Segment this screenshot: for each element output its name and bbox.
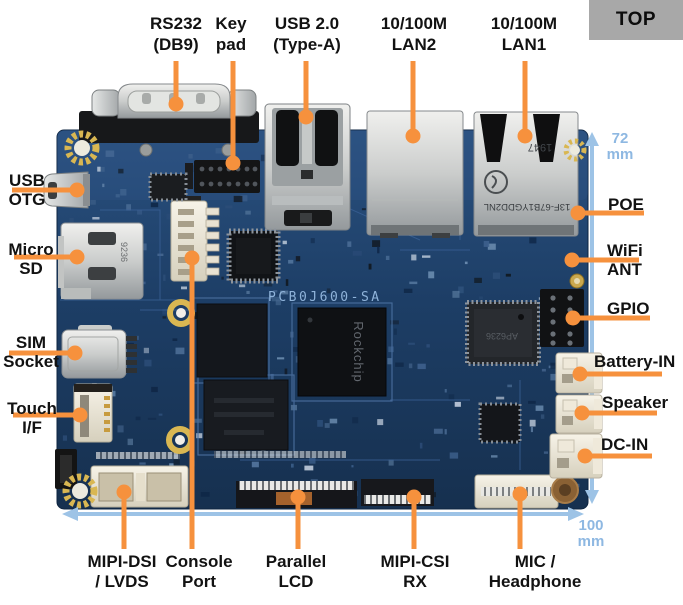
leader-dot bbox=[517, 128, 533, 144]
leader-dot bbox=[225, 155, 241, 171]
label-lan2: 10/100M LAN2 bbox=[380, 14, 448, 54]
audio-codec-chip bbox=[478, 402, 522, 444]
leader-lines bbox=[9, 61, 662, 549]
label-parallel-lcd: Parallel LCD bbox=[265, 552, 327, 591]
lan1-rj45-connector: 1947 13F-67B1YGDD2NL bbox=[473, 111, 579, 237]
sim-socket bbox=[61, 325, 137, 379]
rockchip-soc: Rockchip bbox=[297, 307, 387, 397]
leader-dot bbox=[564, 252, 580, 268]
label-usb-otg: USB OTG bbox=[8, 171, 46, 209]
lan1-marking-date: 1947 bbox=[528, 141, 552, 153]
leader-dot bbox=[574, 405, 590, 421]
pcb-board: PCB0J600-SA bbox=[43, 83, 589, 510]
label-usb-typea: USB 2.0 (Type-A) bbox=[273, 14, 341, 54]
dimension-height-label: 72 mm bbox=[606, 130, 634, 163]
leader-dot bbox=[577, 448, 593, 464]
console-port-connector bbox=[170, 196, 220, 282]
wifi-module-chip: AP6236 bbox=[465, 300, 541, 366]
lan1-marking-part: 13F-67B1YGDD2NL bbox=[484, 201, 571, 212]
leader-dot bbox=[69, 182, 85, 198]
mipi-dsi-connector bbox=[90, 465, 189, 508]
label-rs232-db9: RS232 (DB9) bbox=[150, 14, 202, 54]
leader-dot bbox=[69, 249, 85, 265]
wifi-marking-text: AP6236 bbox=[486, 331, 518, 341]
leader-dot bbox=[116, 484, 132, 500]
label-mic-headphone: MIC / Headphone bbox=[488, 552, 582, 591]
qfp-chip bbox=[226, 228, 281, 284]
label-speaker: Speaker bbox=[602, 393, 669, 412]
leader-dot bbox=[184, 250, 200, 266]
leader-dot bbox=[512, 486, 528, 502]
label-gpio: GPIO bbox=[607, 299, 650, 318]
keypad-header bbox=[185, 160, 260, 193]
mounting-holes bbox=[62, 130, 587, 509]
mipi-csi-ffc bbox=[361, 479, 434, 506]
leader-dot bbox=[290, 489, 306, 505]
lan2-rj45-connector bbox=[366, 110, 464, 238]
leader-dot bbox=[570, 205, 586, 221]
label-sim: SIM Socket bbox=[3, 333, 59, 371]
label-mipi-dsi: MIPI-DSI / LVDS bbox=[87, 552, 157, 591]
leader-dot bbox=[168, 96, 184, 112]
leader-dot bbox=[405, 128, 421, 144]
label-mipi-csi: MIPI-CSI RX bbox=[380, 552, 450, 591]
leader-dots bbox=[67, 96, 593, 505]
leader-dot bbox=[298, 109, 314, 125]
leader-dot bbox=[72, 407, 88, 423]
label-touch-if: Touch I/F bbox=[7, 399, 57, 437]
ram-chip-2 bbox=[203, 379, 289, 451]
ram-chip-1 bbox=[196, 303, 268, 378]
micro-sd-slot: 9236 bbox=[58, 222, 144, 300]
gpio-header bbox=[540, 289, 584, 347]
label-keypad: Key pad bbox=[215, 14, 247, 54]
dimension-width-label: 100 mm bbox=[577, 517, 605, 550]
wifi-antenna-connector bbox=[569, 273, 585, 289]
top-badge: TOP bbox=[589, 0, 683, 40]
label-poe: POE bbox=[608, 195, 644, 214]
label-wifi-ant: WiFi ANT bbox=[607, 241, 643, 279]
leader-dot bbox=[406, 489, 422, 505]
label-battery: Battery-IN bbox=[594, 352, 676, 371]
leader-dot bbox=[67, 345, 83, 361]
label-micro-sd: Micro SD bbox=[8, 240, 54, 278]
soc-marking-text: Rockchip bbox=[351, 321, 366, 382]
leader-dot bbox=[572, 366, 588, 382]
leader-dot bbox=[565, 310, 581, 326]
soic-chip bbox=[148, 172, 188, 202]
sd-card-marking: 9236 bbox=[119, 242, 129, 262]
label-console-port: Console Port bbox=[165, 552, 233, 591]
usb-typea-connector bbox=[264, 103, 351, 231]
label-dc-in: DC-IN bbox=[601, 435, 649, 454]
label-lan1: 10/100M LAN1 bbox=[490, 14, 558, 54]
silkscreen-board-name: PCB0J600-SA bbox=[268, 290, 382, 305]
